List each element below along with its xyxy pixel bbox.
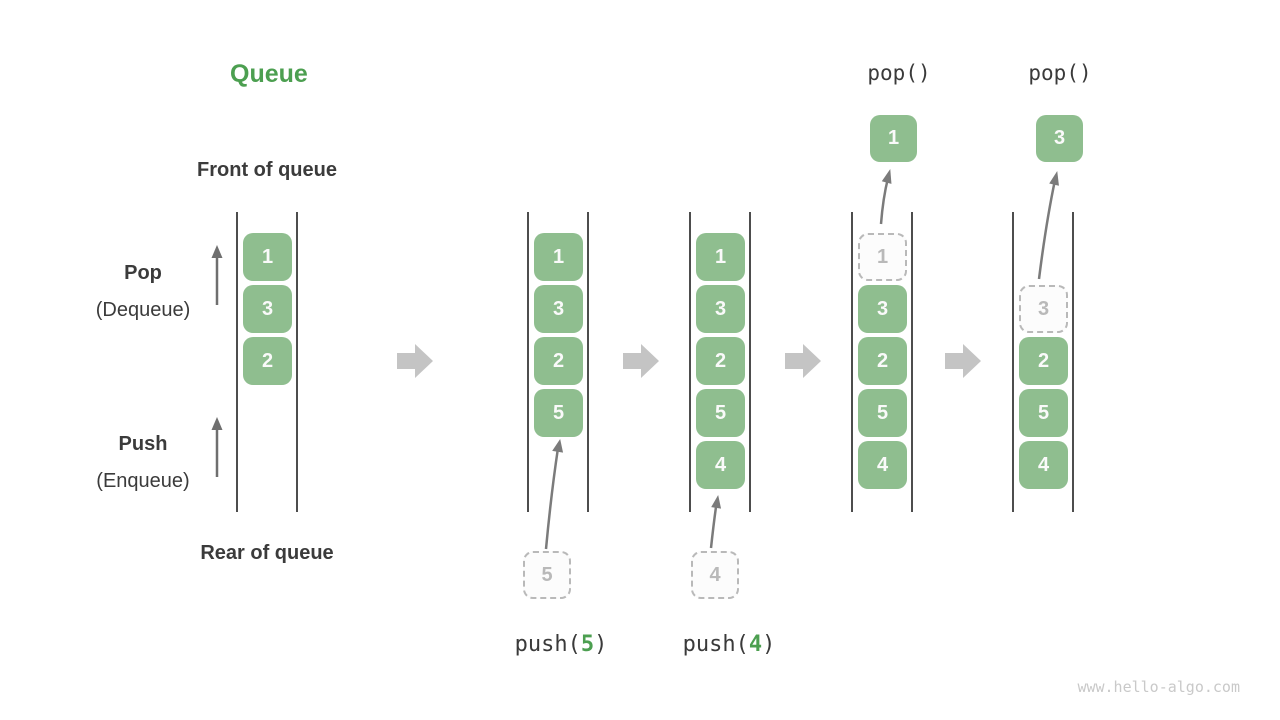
queue-item: 2: [534, 337, 583, 385]
queue-state-5: 3 2 5 4: [1012, 212, 1074, 512]
queue-item: 4: [858, 441, 907, 489]
queue-wall: [296, 212, 298, 512]
queue-wall: [1072, 212, 1074, 512]
queue-item: 1: [243, 233, 292, 281]
queue-wall: [749, 212, 751, 512]
push-call-arg: 5: [580, 632, 595, 657]
dequeue-label: (Dequeue): [95, 299, 191, 321]
queue-item: 3: [243, 285, 292, 333]
pop-label: Pop: [124, 262, 162, 284]
queue-state-3: 1 3 2 5 4: [689, 212, 751, 512]
pop-call-label: pop(): [1028, 61, 1092, 85]
push-call-prefix: push(: [682, 632, 749, 657]
push-call-arg: 4: [748, 632, 763, 657]
push-call-suffix: ): [594, 632, 608, 657]
queue-wall: [527, 212, 529, 512]
queue-item-popped-ghost: 3: [1019, 285, 1068, 333]
enqueue-direction-arrow-icon: [211, 417, 223, 477]
queue-state-1: 1 3 2: [236, 212, 298, 512]
queue-item: 3: [696, 285, 745, 333]
watermark: www.hello-algo.com: [1077, 678, 1240, 696]
queue-item: 2: [243, 337, 292, 385]
diagram-title: Queue: [230, 60, 308, 88]
queue-wall: [1012, 212, 1014, 512]
queue-item: 3: [858, 285, 907, 333]
queue-wall: [911, 212, 913, 512]
dequeue-direction-arrow-icon: [211, 245, 223, 305]
queue-item: 5: [534, 389, 583, 437]
queue-state-2: 1 3 2 5: [527, 212, 589, 512]
pop-call-label: pop(): [867, 61, 931, 85]
queue-item: 2: [696, 337, 745, 385]
staged-push-item: 5: [523, 551, 571, 599]
staged-push-item: 4: [691, 551, 739, 599]
queue-item: 4: [696, 441, 745, 489]
push-call-label: push(4): [683, 632, 776, 657]
push-call-prefix: push(: [514, 632, 581, 657]
queue-item: 5: [858, 389, 907, 437]
queue-item: 2: [1019, 337, 1068, 385]
front-of-queue-label: Front of queue: [197, 159, 337, 181]
queue-item-popped-ghost: 1: [858, 233, 907, 281]
push-label: Push: [118, 433, 168, 455]
enqueue-label: (Enqueue): [96, 470, 190, 492]
queue-wall: [587, 212, 589, 512]
queue-item: 4: [1019, 441, 1068, 489]
queue-item: 2: [858, 337, 907, 385]
queue-item: 1: [534, 233, 583, 281]
rear-of-queue-label: Rear of queue: [200, 542, 334, 564]
queue-state-4: 1 3 2 5 4: [851, 212, 913, 512]
popped-item: 3: [1036, 115, 1083, 162]
queue-wall: [236, 212, 238, 512]
push-call-suffix: ): [762, 632, 776, 657]
push-call-label: push(5): [515, 632, 608, 657]
popped-item: 1: [870, 115, 917, 162]
queue-item: 5: [696, 389, 745, 437]
queue-wall: [689, 212, 691, 512]
queue-item: 5: [1019, 389, 1068, 437]
queue-item: 1: [696, 233, 745, 281]
queue-wall: [851, 212, 853, 512]
queue-item: 3: [534, 285, 583, 333]
